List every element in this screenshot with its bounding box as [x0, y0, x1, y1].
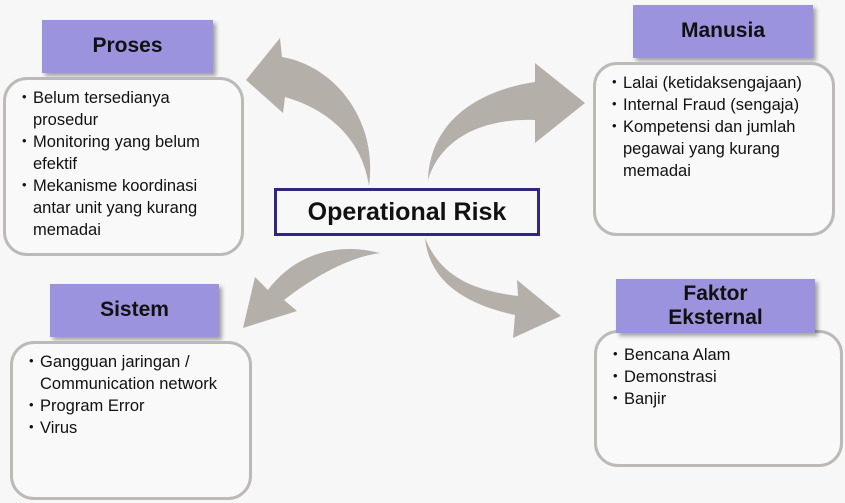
list-item: Internal Fraud (sengaja)	[612, 95, 822, 117]
proses-label: Proses	[42, 20, 213, 73]
arrow-to-manusia-icon	[428, 63, 585, 180]
faktor-eksternal-list: Bencana Alam Demonstrasi Banjir	[613, 345, 830, 411]
faktor-eksternal-box: Bencana Alam Demonstrasi Banjir	[594, 330, 843, 467]
arrow-to-sistem-icon	[243, 248, 380, 328]
list-item: Mekanisme koordinasi antar unit yang kur…	[22, 176, 231, 242]
manusia-list: Lalai (ketidaksengajaan) Internal Fraud …	[612, 73, 822, 183]
list-item: Belum tersedianya prosedur	[22, 88, 231, 132]
list-item: Kompetensi dan jumlah pegawai yang kuran…	[612, 117, 822, 183]
list-item: Bencana Alam	[613, 345, 830, 367]
sistem-label: Sistem	[50, 284, 219, 337]
sistem-box: Gangguan jaringan / Communication networ…	[10, 341, 252, 500]
list-item: Lalai (ketidaksengajaan)	[612, 73, 822, 95]
operational-risk-title: Operational Risk	[307, 197, 507, 226]
manusia-label: Manusia	[633, 5, 813, 58]
proses-list: Belum tersedianya prosedur Monitoring ya…	[22, 88, 231, 242]
sistem-list: Gangguan jaringan / Communication networ…	[29, 352, 239, 440]
list-item: Virus	[29, 418, 239, 440]
operational-risk-node: Operational Risk	[274, 188, 540, 236]
manusia-box: Lalai (ketidaksengajaan) Internal Fraud …	[593, 62, 835, 236]
faktor-eksternal-label: Faktor Eksternal	[616, 279, 815, 333]
list-item: Banjir	[613, 389, 830, 411]
list-item: Demonstrasi	[613, 367, 830, 389]
list-item: Monitoring yang belum efektif	[22, 132, 231, 176]
arrow-to-proses-icon	[246, 38, 371, 186]
arrow-to-faktor-icon	[425, 238, 561, 338]
list-item: Program Error	[29, 396, 239, 418]
proses-box: Belum tersedianya prosedur Monitoring ya…	[3, 77, 244, 256]
list-item: Gangguan jaringan / Communication networ…	[29, 352, 239, 396]
